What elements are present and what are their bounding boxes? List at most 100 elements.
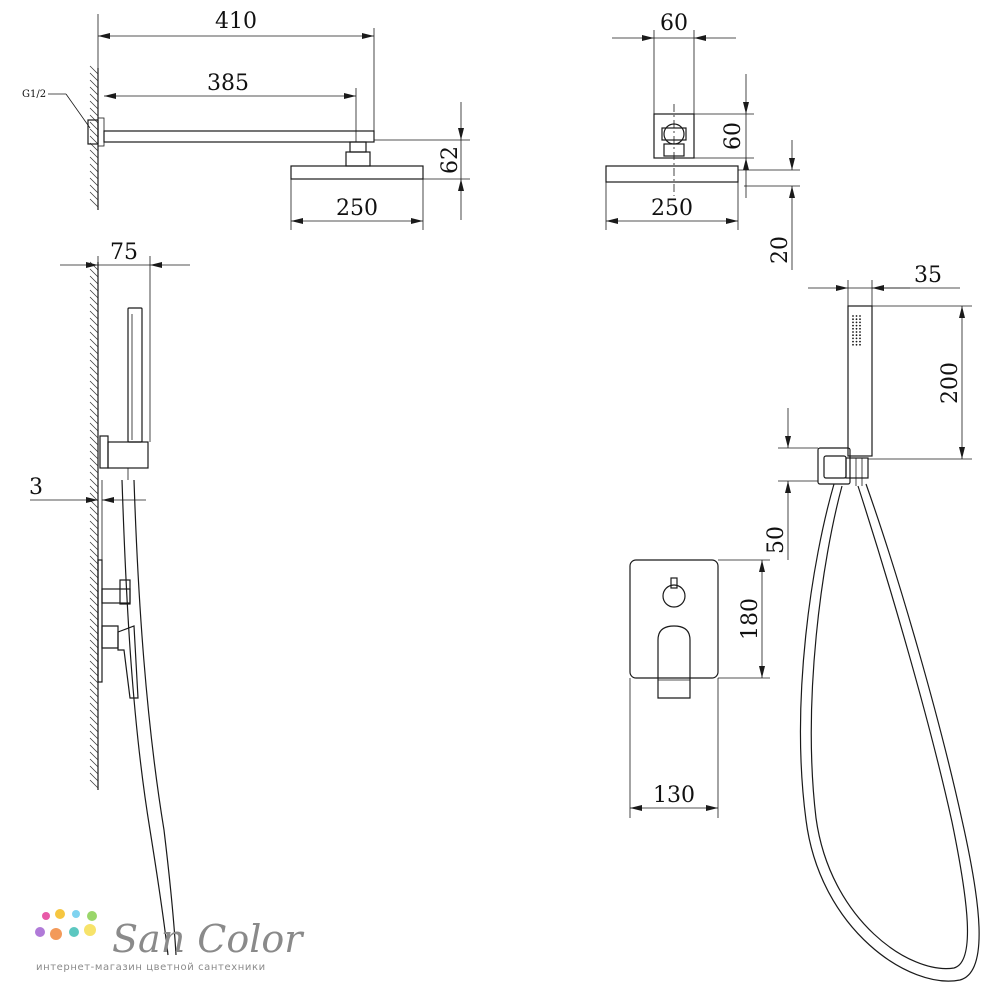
hatch-stroke <box>89 576 99 586</box>
hatch-stroke <box>89 667 99 677</box>
hatch-stroke <box>89 471 99 481</box>
hatch-stroke <box>89 702 99 712</box>
logo-tagline: интернет-магазин цветной сантехники <box>36 962 266 973</box>
dim-label-arm-height: 60 <box>721 122 746 150</box>
nozzle-dot <box>859 340 861 343</box>
dim-label-head-thickness: 20 <box>768 236 793 264</box>
hatch-stroke <box>89 303 99 313</box>
side-view-handshower-set: 75 3 <box>29 240 190 956</box>
logo-dot <box>35 927 45 937</box>
diverter-outlet <box>119 579 131 605</box>
hatch-stroke <box>89 114 99 124</box>
hatch-stroke <box>89 401 99 411</box>
hatch-stroke <box>89 352 99 362</box>
mixer-plate-side <box>97 559 103 683</box>
hatch-stroke <box>89 100 99 110</box>
dim-label-arm-width: 60 <box>660 11 688 36</box>
hatch-stroke <box>89 86 99 96</box>
hatch-stroke <box>89 709 99 719</box>
nozzle-dot <box>859 324 861 327</box>
dim-label-arm-total: 410 <box>215 9 257 34</box>
hatch-stroke <box>89 170 99 180</box>
hatch-stroke <box>89 730 99 740</box>
nozzle-dot <box>852 343 854 346</box>
hatch-stroke <box>89 177 99 187</box>
hatch-stroke <box>89 310 99 320</box>
side-view-shower-arm: 410 385 G1/2 62 250 <box>22 9 470 230</box>
nozzle-dot <box>852 318 854 321</box>
hatch-stroke <box>89 261 99 271</box>
hatch-stroke <box>89 198 99 208</box>
hatch-stroke <box>89 597 99 607</box>
hatch-stroke <box>89 555 99 565</box>
nozzle-dot <box>855 340 858 343</box>
nozzle-dot <box>852 331 854 333</box>
hatch-stroke <box>89 429 99 439</box>
logo-dot <box>55 909 65 919</box>
mixer-lever-front <box>657 625 691 699</box>
hatch-stroke <box>89 373 99 383</box>
nozzle-dot <box>855 327 858 330</box>
dim-label-bracket-height: 50 <box>764 526 789 554</box>
handshower-side <box>127 307 143 443</box>
hatch-stroke <box>89 562 99 572</box>
nozzle-dot <box>859 318 861 321</box>
holder-front-inner <box>823 455 847 479</box>
holder-escutcheon <box>99 435 109 469</box>
dim-label-handshower-length: 200 <box>938 362 963 404</box>
hatch-stroke <box>89 590 99 600</box>
hatch-stroke <box>89 527 99 537</box>
nozzle-dot <box>855 318 858 321</box>
nozzle-dot <box>852 327 854 330</box>
nozzle-dot <box>852 324 854 327</box>
hatch-stroke <box>89 688 99 698</box>
hatch-stroke <box>89 338 99 348</box>
hatch-stroke <box>89 450 99 460</box>
logo-dot <box>42 912 50 920</box>
dim-label-head-width-front: 250 <box>651 196 693 221</box>
hatch-stroke <box>89 191 99 201</box>
logo-dot <box>69 927 79 937</box>
hatch-stroke <box>89 758 99 768</box>
diverter-knob <box>662 584 686 608</box>
dim-label-handshower-width: 35 <box>914 263 942 288</box>
nozzle-dot <box>859 334 861 337</box>
hatch-stroke <box>89 548 99 558</box>
hatch-stroke <box>89 765 99 775</box>
hatch-stroke <box>89 485 99 495</box>
hatch-stroke <box>89 443 99 453</box>
hose-side-a <box>121 479 169 956</box>
hatch-stroke <box>89 646 99 656</box>
hatch-stroke <box>89 331 99 341</box>
hatch-stroke <box>89 72 99 82</box>
hatch-stroke <box>89 534 99 544</box>
hatch-stroke <box>89 478 99 488</box>
diverter-indicator <box>670 577 678 589</box>
lever-handle-side <box>117 625 139 699</box>
nozzle-dot <box>852 337 854 340</box>
holder-front-clip <box>845 457 869 479</box>
nozzle-dot <box>855 343 858 346</box>
handshower-front <box>847 305 873 457</box>
hatch-stroke <box>89 79 99 89</box>
shower-head-front <box>605 165 739 183</box>
shower-arm <box>103 130 375 143</box>
hatch-stroke <box>89 541 99 551</box>
logo-dot <box>84 924 96 936</box>
hatch-stroke <box>89 394 99 404</box>
hatch-stroke <box>89 716 99 726</box>
hose-front-outer <box>799 483 980 982</box>
hatch-stroke <box>89 422 99 432</box>
hatch-stroke <box>89 121 99 131</box>
hatch-stroke <box>89 618 99 628</box>
hatch-stroke <box>89 520 99 530</box>
nozzle-dot <box>859 331 861 333</box>
nozzle-dot <box>859 321 861 324</box>
hatch-stroke <box>89 695 99 705</box>
hatch-stroke <box>89 156 99 166</box>
dim-label-head-width-side: 250 <box>336 196 378 221</box>
nozzle-dot <box>859 315 861 317</box>
hatch-stroke <box>89 744 99 754</box>
nozzle-dot <box>859 343 861 346</box>
